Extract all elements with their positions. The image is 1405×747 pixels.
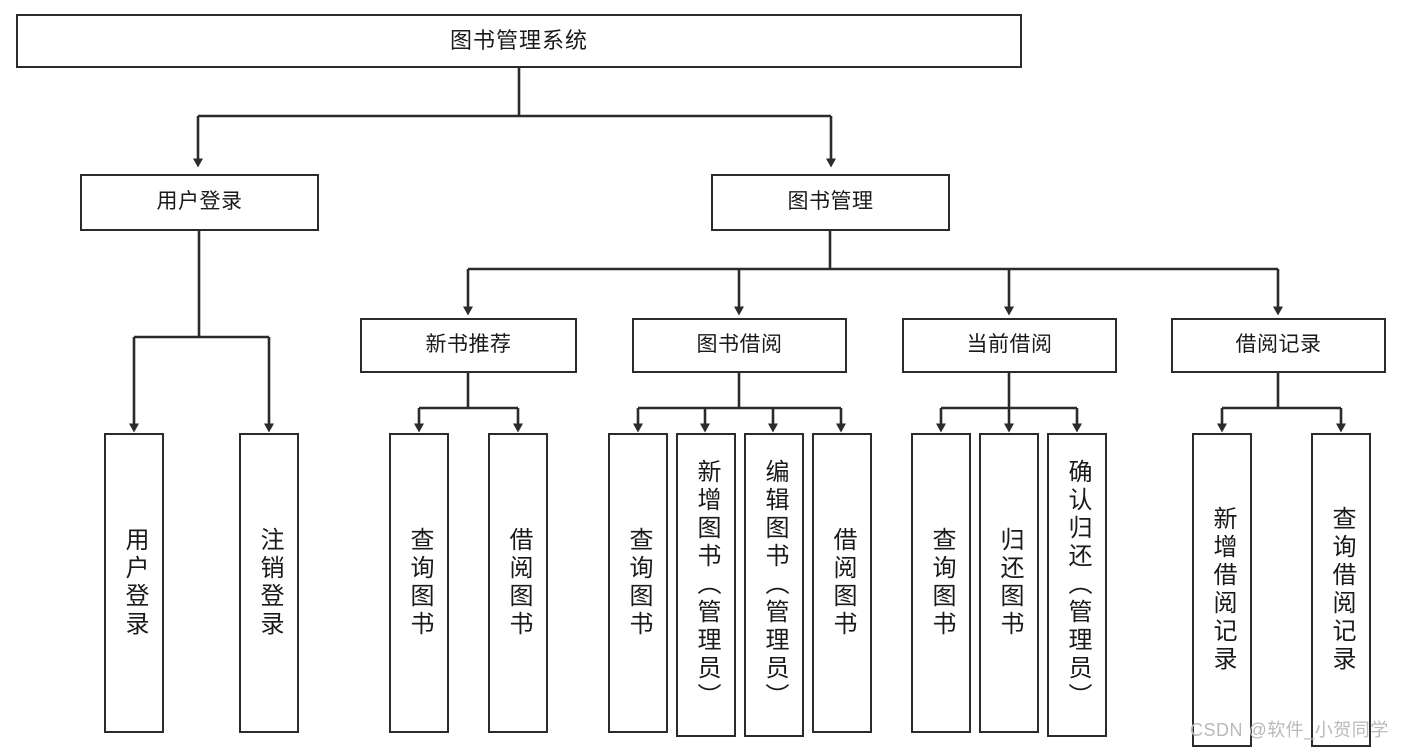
node-root[interactable]: 图书管理系统 [16, 14, 1022, 68]
node-root-label: 图书管理系统 [449, 28, 588, 54]
node-new-book-rec-label: 新书推荐 [425, 333, 512, 357]
leaf-borrow-book-2[interactable]: 借阅图书 [812, 433, 872, 733]
leaf-query-book-1-label: 查询图书 [406, 527, 433, 639]
leaf-add-record[interactable]: 新增借阅记录 [1192, 433, 1252, 747]
node-user-login-label: 用户登录 [156, 190, 243, 214]
leaf-query-book-2-label: 查询图书 [625, 527, 652, 639]
leaf-query-book-3-label: 查询图书 [928, 527, 955, 639]
leaf-add-book[interactable]: 新增图书（管理员） [676, 433, 736, 737]
node-borrow-record-label: 借阅记录 [1235, 333, 1322, 357]
leaf-return-book[interactable]: 归还图书 [979, 433, 1039, 733]
leaf-query-record[interactable]: 查询借阅记录 [1311, 433, 1371, 747]
leaf-borrow-book-1-label: 借阅图书 [505, 527, 532, 639]
leaf-logout[interactable]: 注销登录 [239, 433, 299, 733]
leaf-borrow-book-1[interactable]: 借阅图书 [488, 433, 548, 733]
node-borrow-record[interactable]: 借阅记录 [1171, 318, 1386, 373]
leaf-add-book-label: 新增图书（管理员） [693, 459, 720, 711]
leaf-user-login[interactable]: 用户登录 [104, 433, 164, 733]
node-current-borrow[interactable]: 当前借阅 [902, 318, 1117, 373]
csdn-watermark: CSDN @软件_小贺同学 [1190, 720, 1389, 740]
leaf-edit-book-label: 编辑图书（管理员） [761, 459, 788, 711]
node-book-manage-label: 图书管理 [787, 190, 874, 214]
node-book-manage[interactable]: 图书管理 [711, 174, 950, 231]
leaf-edit-book[interactable]: 编辑图书（管理员） [744, 433, 804, 737]
leaf-confirm-return-label: 确认归还（管理员） [1064, 459, 1091, 711]
node-new-book-rec[interactable]: 新书推荐 [360, 318, 577, 373]
leaf-query-book-1[interactable]: 查询图书 [389, 433, 449, 733]
leaf-query-book-2[interactable]: 查询图书 [608, 433, 668, 733]
leaf-borrow-book-2-label: 借阅图书 [829, 527, 856, 639]
leaf-logout-label: 注销登录 [256, 527, 283, 639]
node-book-borrow[interactable]: 图书借阅 [632, 318, 847, 373]
node-user-login[interactable]: 用户登录 [80, 174, 319, 231]
leaf-return-book-label: 归还图书 [996, 527, 1023, 639]
node-current-borrow-label: 当前借阅 [966, 333, 1053, 357]
leaf-user-login-label: 用户登录 [121, 527, 148, 639]
leaf-query-record-label: 查询借阅记录 [1328, 506, 1355, 674]
leaf-query-book-3[interactable]: 查询图书 [911, 433, 971, 733]
leaf-confirm-return[interactable]: 确认归还（管理员） [1047, 433, 1107, 737]
leaf-add-record-label: 新增借阅记录 [1209, 506, 1236, 674]
node-book-borrow-label: 图书借阅 [696, 333, 783, 357]
